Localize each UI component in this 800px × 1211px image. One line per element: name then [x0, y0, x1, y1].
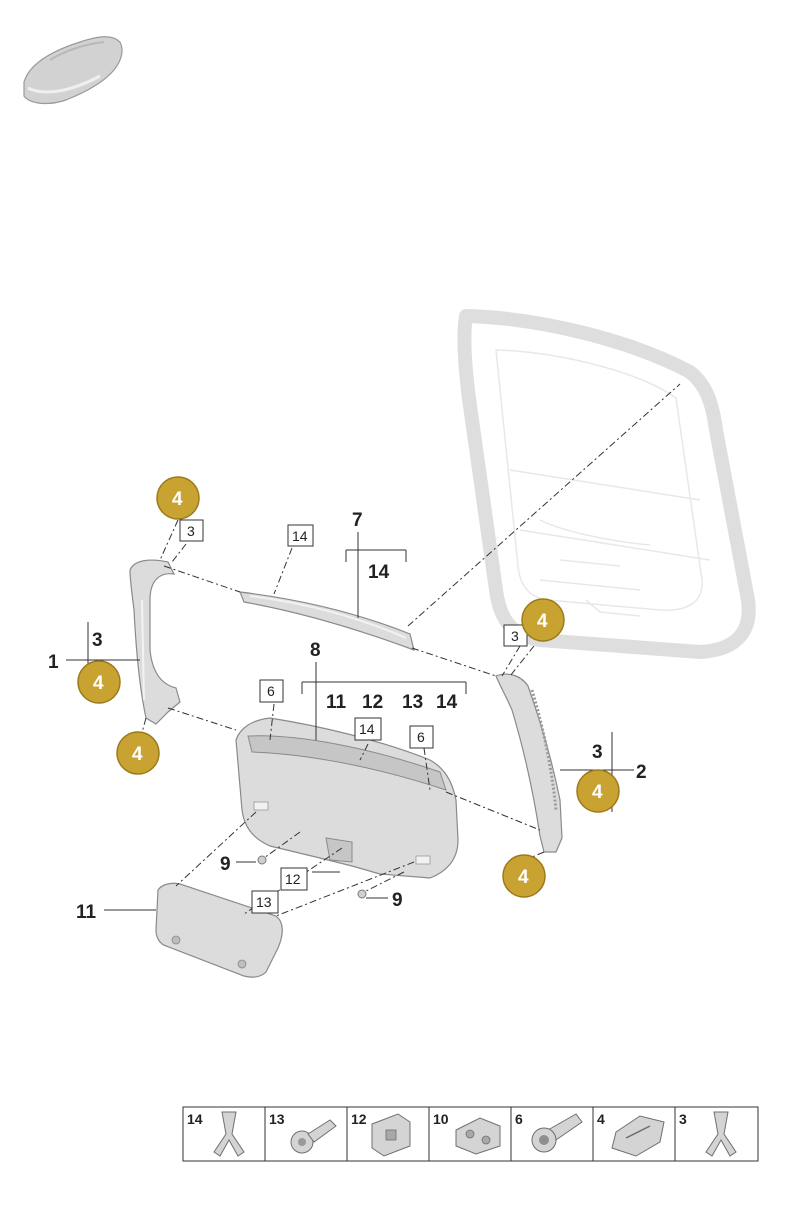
box-3-right: 3 — [511, 628, 519, 644]
legend-num-14: 14 — [187, 1111, 203, 1127]
fastening-bracket-icon — [371, 1113, 411, 1157]
box-3-left: 3 — [187, 523, 195, 539]
callout-2: 2 — [636, 762, 647, 783]
vehicle-thumbnail-icon — [23, 36, 123, 105]
upper-trim-strip — [239, 591, 415, 651]
boxed-callouts: 14 3 3 6 14 6 12 13 — [179, 519, 528, 914]
screw-part — [257, 855, 367, 899]
box-12: 12 — [285, 871, 301, 887]
cable-holder-icon — [455, 1117, 501, 1155]
legend-num-6: 6 — [515, 1111, 523, 1127]
box-14-mid: 14 — [359, 721, 375, 737]
tailgate-frame — [457, 309, 756, 659]
badge-4-left-lower: 4 — [132, 744, 143, 765]
spring-clip-icon — [213, 1111, 245, 1157]
left-pillar-trim — [129, 559, 181, 725]
callout-labels: 1 3 7 14 8 11 12 13 14 3 2 9 9 11 — [48, 510, 647, 923]
retaining-clip-icon — [611, 1115, 665, 1157]
badge-4-right-top: 4 — [537, 611, 548, 632]
fastener-legend: 14 13 12 10 6 4 3 — [182, 1106, 759, 1162]
callout-9-right: 9 — [392, 890, 403, 911]
callout-11: 11 — [326, 692, 347, 713]
callout-7: 7 — [352, 510, 363, 531]
lower-cover-panel — [155, 882, 283, 978]
box-6-right: 6 — [417, 729, 425, 745]
callout-1: 1 — [48, 652, 59, 673]
callout-13: 13 — [402, 692, 423, 713]
legend-num-13: 13 — [269, 1111, 285, 1127]
right-pillar-trim — [495, 673, 563, 853]
badge-4-top-left: 4 — [172, 489, 183, 510]
legend-num-12: 12 — [351, 1111, 367, 1127]
callout-3-right: 3 — [592, 742, 603, 763]
box-6-left: 6 — [267, 683, 275, 699]
assembly-lines — [139, 383, 681, 917]
callout-9-left: 9 — [220, 854, 231, 875]
legend-num-10: 10 — [433, 1111, 449, 1127]
badge-4-left: 4 — [93, 673, 104, 694]
legend-num-4: 4 — [597, 1111, 605, 1127]
badge-4-right: 4 — [592, 782, 603, 803]
badge-callouts: 4 4 4 4 4 4 — [77, 476, 620, 898]
callout-11-cover: 11 — [76, 902, 97, 923]
callout-3-left: 3 — [92, 630, 103, 651]
callout-14-mid: 14 — [436, 692, 458, 713]
box-13: 13 — [256, 894, 272, 910]
expanding-rivet-icon — [290, 1119, 337, 1154]
legend-num-3: 3 — [679, 1111, 687, 1127]
callout-12: 12 — [362, 692, 383, 713]
badge-4-right-lower: 4 — [518, 867, 529, 888]
box-14-top: 14 — [292, 528, 308, 544]
torx-screw-icon — [531, 1113, 583, 1153]
spring-clip-icon — [705, 1111, 737, 1157]
callout-8: 8 — [310, 640, 321, 661]
callout-14-top: 14 — [368, 562, 390, 583]
